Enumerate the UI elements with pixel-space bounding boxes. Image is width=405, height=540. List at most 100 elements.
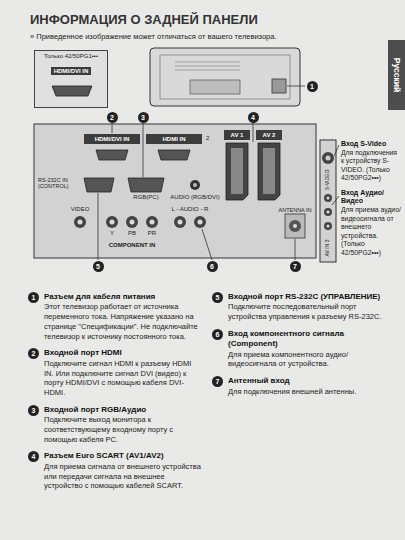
item-body: Для приема сигнала от внешнего устройств… bbox=[44, 462, 202, 491]
list-item: 2 Входной порт HDMIПодключите сигнал HDMI… bbox=[28, 348, 202, 397]
list-number-circle: 3 bbox=[28, 405, 39, 416]
db9-port bbox=[84, 178, 114, 192]
s-video-jack-core bbox=[326, 156, 331, 161]
list-text: Разъем для кабеля питанияЭтот телевизор … bbox=[44, 292, 202, 341]
list-text: Разъем Euro SCART (AV1/AV2)Для приема си… bbox=[44, 451, 202, 491]
callout-number: 1 bbox=[307, 81, 318, 92]
hdmi-jack bbox=[158, 150, 190, 160]
list-column: 1 Разъем для кабеля питанияЭтот телевизор… bbox=[28, 292, 202, 498]
port-label-strip: HDMI/DVI IN bbox=[84, 134, 140, 144]
port-label: RS-232C IN (CONTROL) bbox=[38, 177, 82, 190]
callout-circle: 6 bbox=[207, 261, 218, 272]
list-number: 7 bbox=[212, 376, 223, 387]
callout-circle: 1 bbox=[307, 81, 318, 92]
port-label: S-VIDEO bbox=[325, 170, 331, 191]
side-panel bbox=[320, 140, 336, 262]
rca-jacks bbox=[74, 216, 206, 228]
audio-jack bbox=[190, 180, 200, 190]
connector-panel bbox=[34, 124, 316, 258]
scart-pins bbox=[231, 148, 243, 194]
hdmi-jack bbox=[96, 150, 128, 160]
scart-pins bbox=[263, 148, 275, 194]
port-label: VIDEO bbox=[71, 206, 90, 213]
list-column: 5 Входной порт RS-232C (УПРАВЛЕНИЕ)Подклю… bbox=[212, 292, 388, 403]
page-title: ИНФОРМАЦИЯ О ЗАДНЕЙ ПАНЕЛИ bbox=[30, 12, 258, 27]
list-number-circle: 7 bbox=[212, 376, 223, 387]
tv-inner bbox=[160, 55, 290, 99]
antenna-socket bbox=[285, 214, 305, 238]
language-tab: Русский bbox=[388, 40, 405, 110]
item-heading: Входной порт RGB/Аудио bbox=[44, 405, 202, 415]
scart-socket bbox=[226, 143, 248, 200]
port-label: Y bbox=[110, 230, 114, 237]
list-number: 4 bbox=[28, 451, 39, 462]
list-text: Антенный входДля подключения внешней ант… bbox=[228, 376, 388, 396]
callout-number: 6 bbox=[207, 261, 218, 272]
input-description: Для приема аудио/видеосигнала от внешнег… bbox=[341, 206, 401, 257]
list-number: 6 bbox=[212, 329, 223, 340]
port-label-strip: HDMI IN bbox=[146, 134, 202, 144]
audio-jack-core bbox=[193, 183, 197, 187]
model-inset-box: Только 42/50PG1•••HDMI/DVI IN bbox=[34, 50, 108, 108]
list-number: 3 bbox=[28, 405, 39, 416]
input-heading: Вход Аудио/Видео bbox=[341, 189, 401, 207]
callout-number: 4 bbox=[248, 112, 259, 123]
list-number-circle: 6 bbox=[212, 329, 223, 340]
callout-circle: 5 bbox=[93, 261, 104, 272]
port-label: ANTENNA IN bbox=[278, 207, 311, 213]
port-number: 2 bbox=[206, 135, 209, 142]
item-body: Для подключения внешней антенны. bbox=[228, 387, 388, 397]
antenna-socket-core bbox=[289, 220, 301, 232]
inset-fill bbox=[34, 50, 108, 108]
list-number-circle: 5 bbox=[212, 292, 223, 303]
item-heading: Вход компонентного сигнала (Component) bbox=[228, 329, 388, 350]
list-item: 5 Входной порт RS-232C (УПРАВЛЕНИЕ)Подклю… bbox=[212, 292, 388, 322]
item-heading: Разъем для кабеля питания bbox=[44, 292, 202, 302]
item-body: Подключите последовательный порт устройс… bbox=[228, 302, 388, 322]
tv-vents bbox=[175, 62, 240, 70]
item-body: Для приема компонентного аудио/видеосигн… bbox=[228, 350, 388, 370]
leader-line bbox=[287, 86, 305, 87]
list-number: 1 bbox=[28, 292, 39, 303]
input-heading: Вход S-Video bbox=[341, 140, 401, 149]
port-label-strip: AV 2 bbox=[256, 130, 282, 140]
port-label-strip: AV 1 bbox=[224, 130, 250, 140]
list-number-circle: 1 bbox=[28, 292, 39, 303]
scart-socket bbox=[258, 143, 280, 200]
item-heading: Входной порт HDMI bbox=[44, 348, 202, 358]
item-heading: Входной порт RS-232C (УПРАВЛЕНИЕ) bbox=[228, 292, 388, 302]
callout-circle: 3 bbox=[138, 112, 149, 123]
power-socket bbox=[272, 79, 286, 93]
list-text: Входной порт RGB/АудиоПодключите выход м… bbox=[44, 405, 202, 445]
port-label: L - AUDIO - R bbox=[172, 206, 209, 213]
list-item: 4 Разъем Euro SCART (AV1/AV2)Для приема с… bbox=[28, 451, 202, 491]
list-item: 1 Разъем для кабеля питанияЭтот телевизор… bbox=[28, 292, 202, 341]
list-item: 6 Вход компонентного сигнала (Component)Д… bbox=[212, 329, 388, 369]
tv-terminal-area bbox=[190, 80, 240, 94]
antenna-socket-pin bbox=[293, 224, 297, 228]
list-text: Входной порт RS-232C (УПРАВЛЕНИЕ)Подключ… bbox=[228, 292, 388, 322]
list-number-circle: 4 bbox=[28, 451, 39, 462]
av-in-jacks bbox=[324, 194, 332, 230]
callout-number: 3 bbox=[138, 112, 149, 123]
port-name: AV 2 bbox=[259, 130, 279, 140]
tab-label: Русский bbox=[392, 58, 402, 92]
hdmi-jack bbox=[52, 86, 92, 96]
item-body: Подключите выход монитора к соответствую… bbox=[44, 415, 202, 444]
callout-number: 2 bbox=[107, 112, 118, 123]
port-label: COMPONENT IN bbox=[109, 242, 156, 249]
port-label: AV IN 3 bbox=[325, 240, 331, 257]
list-text: Вход компонентного сигнала (Component)Дл… bbox=[228, 329, 388, 369]
list-text: Входной порт HDMIПодключите сигнал HDMI … bbox=[44, 348, 202, 397]
item-body: Этот телевизор работает от источника пер… bbox=[44, 302, 202, 341]
note-text: » Приведенное изображение может отличать… bbox=[30, 33, 370, 42]
list-item: 7 Антенный входДля подключения внешней ан… bbox=[212, 376, 388, 396]
callout-circle: 7 bbox=[290, 261, 301, 272]
model-note: Только 42/50PG1••• bbox=[37, 53, 105, 59]
callout-number: 5 bbox=[93, 261, 104, 272]
s-video-jack bbox=[322, 152, 334, 164]
list-number: 2 bbox=[28, 348, 39, 359]
port-label: RGB(PC) bbox=[133, 194, 158, 201]
tv-body bbox=[150, 48, 300, 106]
